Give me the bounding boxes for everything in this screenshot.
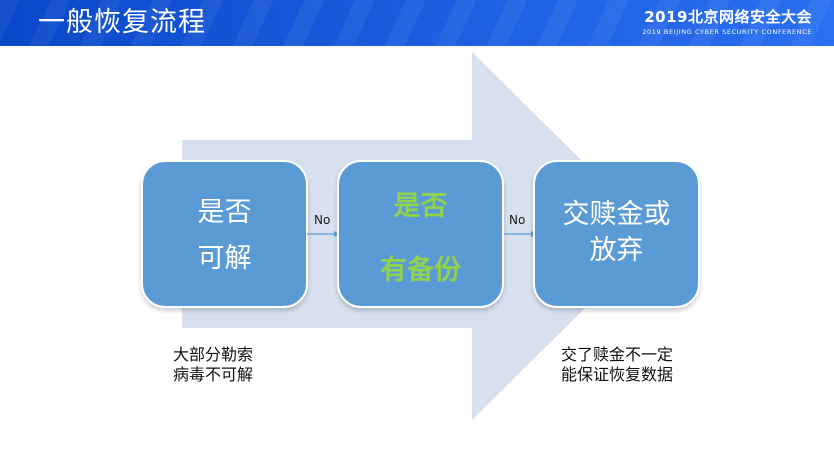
conference-subtitle: 2019 BEIJING CYBER SECURITY CONFERENCE xyxy=(642,28,812,36)
step-box-pay-or-abandon: 交赎金或 放弃 xyxy=(533,160,700,308)
step-label-line-1: 交赎金或 xyxy=(562,199,671,230)
step-box-solvable: 是否 可解 xyxy=(141,160,308,308)
slide-title: 一般恢复流程 xyxy=(38,7,206,38)
step-label-line-1: 是否 xyxy=(197,197,252,228)
conference-name: 2019北京网络安全大会 xyxy=(644,8,812,26)
header-band: 一般恢复流程 2019北京网络安全大会 2019 BEIJING CYBER S… xyxy=(0,0,834,46)
note-right-line-2: 能保证恢复数据 xyxy=(561,365,674,384)
header-decoration xyxy=(0,0,834,46)
connector-arrow-2 xyxy=(504,231,536,237)
step-label-line-2: 有备份 xyxy=(380,255,461,286)
connector-label-no-2: No xyxy=(509,213,526,227)
note-left-line-1: 大部分勒索 xyxy=(173,345,254,364)
step-label-line-1: 是否 xyxy=(393,191,448,222)
step-label-line-2: 放弃 xyxy=(589,235,644,266)
note-right-line-1: 交了赎金不一定 xyxy=(561,345,674,364)
note-left-line-2: 病毒不可解 xyxy=(173,365,254,384)
connector-label-no-1: No xyxy=(314,213,331,227)
connector-arrow-1 xyxy=(307,231,339,237)
step-box-backup: 是否 有备份 xyxy=(337,160,504,308)
step-label-line-2: 可解 xyxy=(197,243,252,274)
